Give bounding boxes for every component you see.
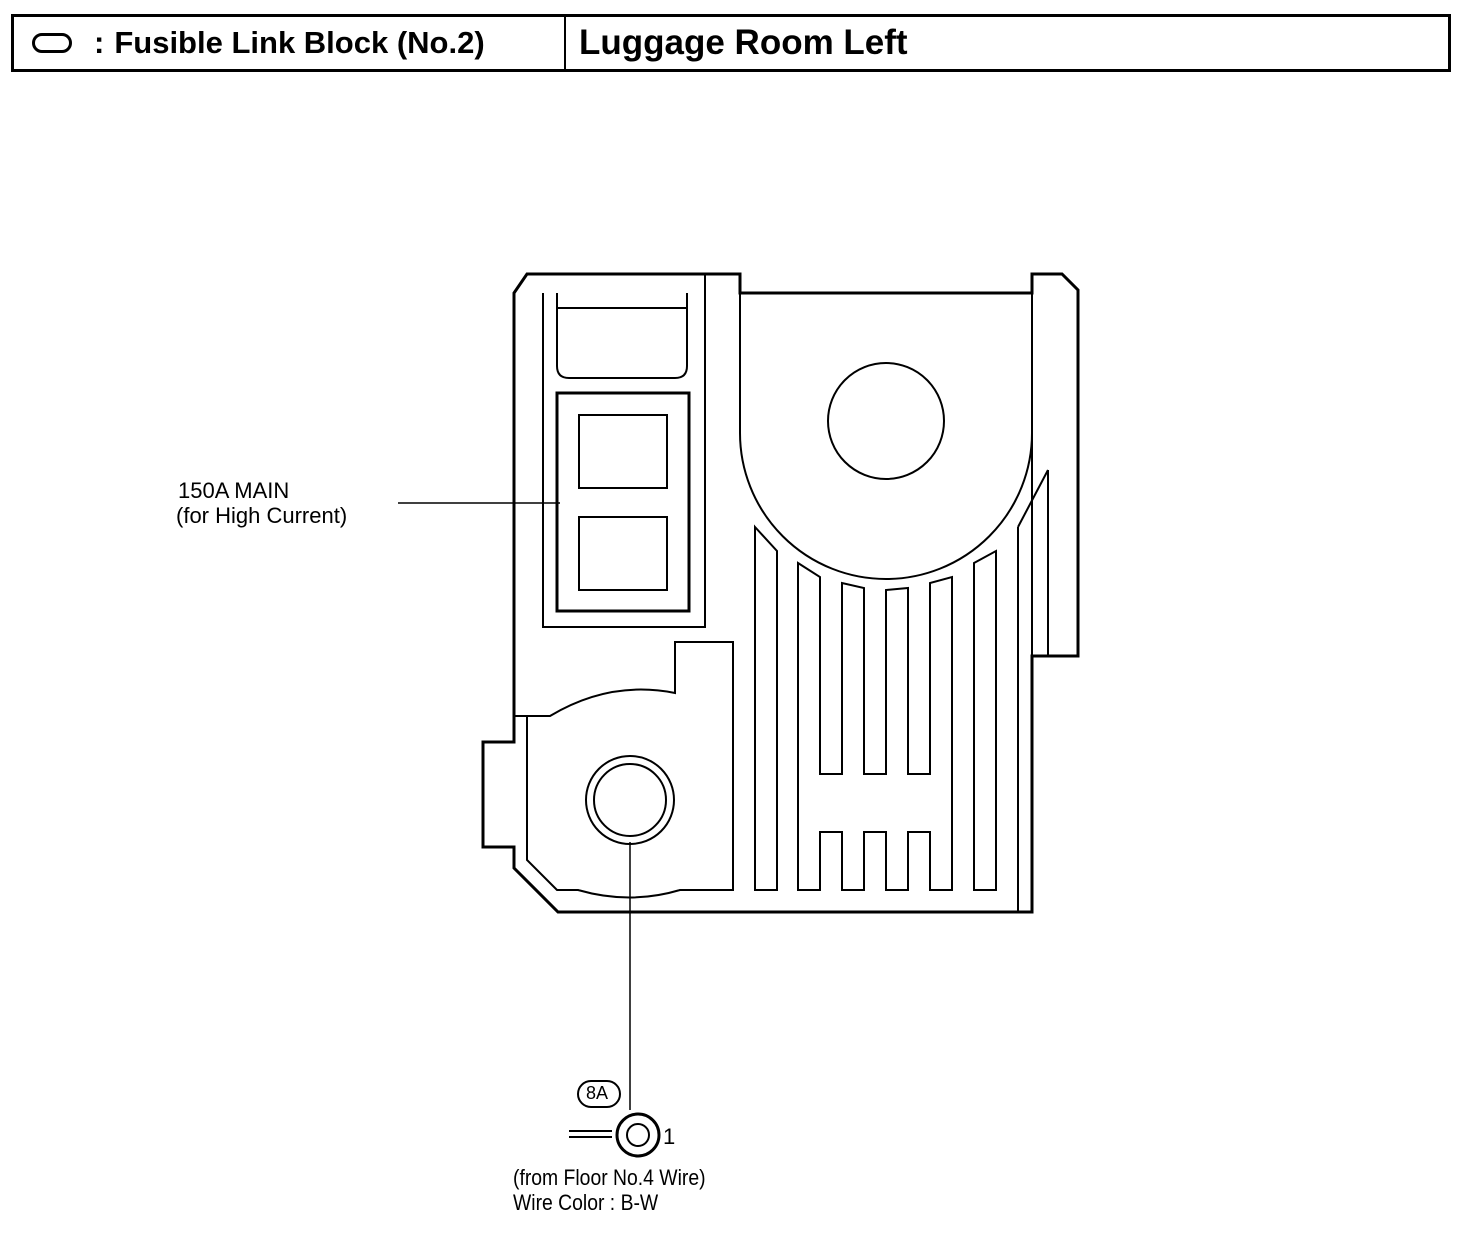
wire-source-text: (from Floor No.4 Wire) [513,1165,706,1190]
wire-color-text: Wire Color : B-W [513,1190,659,1215]
ring-terminal-icon [569,1112,661,1158]
terminal-stud-outer [585,755,675,845]
connector-pin-number: 1 [663,1124,676,1149]
oval-connector-symbol-icon [32,33,72,53]
component-location: Luggage Room Left [579,23,908,62]
fuse-150a-main [555,391,691,613]
bolt-circle-large [827,362,945,480]
fuse-window-upper [578,414,668,489]
top-slot [542,274,706,628]
rib-2 [797,561,953,891]
header-title-cell: : Fusible Link Block (No.2) [14,17,566,69]
terminal-boss [514,641,734,899]
header-bar: : Fusible Link Block (No.2) Luggage Room… [11,14,1451,72]
terminal-stud-inner [593,763,667,837]
header-colon: : [94,25,105,60]
connector-code: 8A [586,1083,609,1103]
connector-code-oval [577,1080,621,1108]
rib-edge [1017,469,1049,528]
fuse-label-line1: 150A MAIN [178,478,290,503]
block-housing-outline [481,272,1080,914]
fuse-label-line2: (for High Current) [176,503,348,528]
rib-right [973,549,997,891]
bolt-boss-arc [739,293,1033,580]
rib-left [754,524,778,891]
component-title: Fusible Link Block (No.2) [114,25,485,60]
fuse-window-lower [578,516,668,591]
